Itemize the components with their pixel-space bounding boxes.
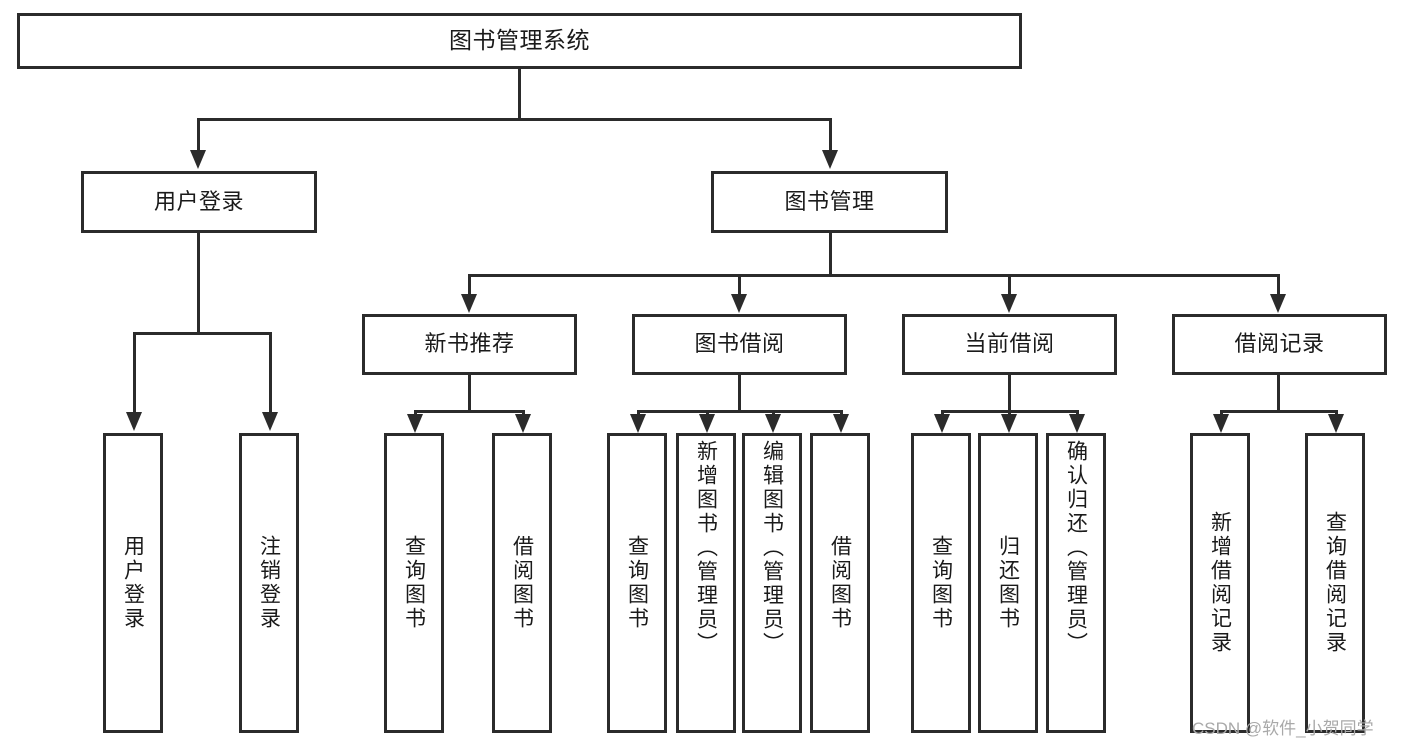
arrow-to-current-borrow: [1001, 294, 1017, 313]
arrow-to-borrow-record: [1270, 294, 1286, 313]
connector-to-new-book: [468, 274, 471, 296]
node-label: 查询图书: [402, 535, 426, 631]
arrow-book-borrow-leaf-4: [833, 414, 849, 433]
arrow-book-borrow-leaf-2: [699, 414, 715, 433]
node-label: 图书管理系统: [449, 27, 590, 54]
node-new-book-recommend[interactable]: 新书推荐: [362, 314, 577, 375]
connector-user-login-stem: [197, 233, 200, 334]
node-label: 借阅图书: [510, 535, 534, 631]
connector-current-borrow-stem: [1008, 375, 1011, 412]
node-label: 注销登录: [257, 535, 281, 631]
leaf-borrow-record-add[interactable]: 新增借阅记录: [1190, 433, 1250, 733]
node-root-system[interactable]: 图书管理系统: [17, 13, 1022, 69]
connector-to-current-borrow: [1008, 274, 1011, 296]
node-label: 用户登录: [153, 188, 244, 214]
leaf-user-login-login[interactable]: 用户登录: [103, 433, 163, 733]
arrow-borrow-record-leaf-1: [1213, 414, 1229, 433]
node-label: 图书管理: [784, 188, 875, 214]
connector-book-borrow-stem: [738, 375, 741, 412]
arrow-current-borrow-leaf-2: [1001, 414, 1017, 433]
leaf-book-borrow-query[interactable]: 查询图书: [607, 433, 667, 733]
leaf-current-borrow-confirm[interactable]: 确认归还（管理员）: [1046, 433, 1106, 733]
connector-to-borrow-record: [1277, 274, 1280, 296]
arrow-new-book-leaf-1: [407, 414, 423, 433]
arrow-book-borrow-leaf-3: [765, 414, 781, 433]
arrow-user-login-leaf-2: [262, 412, 278, 431]
node-label: 用户登录: [121, 535, 145, 631]
node-label: 编辑图书（管理员）: [760, 440, 784, 656]
arrow-current-borrow-leaf-1: [934, 414, 950, 433]
node-label: 新书推荐: [424, 331, 515, 357]
connector-level2-bar: [197, 118, 832, 121]
arrow-borrow-record-leaf-2: [1328, 414, 1344, 433]
arrow-to-new-book: [461, 294, 477, 313]
node-label: 查询图书: [929, 535, 953, 631]
arrow-user-login-leaf-1: [126, 412, 142, 431]
leaf-book-borrow-borrow[interactable]: 借阅图书: [810, 433, 870, 733]
connector-root-stem: [518, 69, 521, 119]
connector-user-login-left: [133, 332, 136, 414]
leaf-current-borrow-return[interactable]: 归还图书: [978, 433, 1038, 733]
connector-new-book-stem: [468, 375, 471, 412]
arrow-to-book-borrow: [731, 294, 747, 313]
node-label: 借阅图书: [828, 535, 852, 631]
node-label: 新增借阅记录: [1208, 511, 1232, 655]
arrow-current-borrow-leaf-3: [1069, 414, 1085, 433]
arrow-to-user-login: [190, 150, 206, 169]
leaf-new-book-borrow[interactable]: 借阅图书: [492, 433, 552, 733]
connector-level3-bar: [468, 274, 1280, 277]
arrow-to-book-mgmt: [822, 150, 838, 169]
connector-to-book-mgmt: [829, 118, 832, 152]
leaf-book-borrow-edit[interactable]: 编辑图书（管理员）: [742, 433, 802, 733]
connector-book-mgmt-stem: [829, 233, 832, 275]
connector-book-borrow-bar: [637, 410, 843, 413]
node-user-login[interactable]: 用户登录: [81, 171, 317, 233]
arrow-new-book-leaf-2: [515, 414, 531, 433]
node-label: 归还图书: [996, 535, 1020, 631]
node-label: 新增图书（管理员）: [694, 440, 718, 656]
node-book-borrow[interactable]: 图书借阅: [632, 314, 847, 375]
connector-user-login-bar: [133, 332, 272, 335]
leaf-current-borrow-query[interactable]: 查询图书: [911, 433, 971, 733]
connector-user-login-right: [269, 332, 272, 414]
connector-borrow-record-bar: [1220, 410, 1338, 413]
arrow-book-borrow-leaf-1: [630, 414, 646, 433]
node-label: 查询借阅记录: [1323, 511, 1347, 655]
node-label: 当前借阅: [964, 331, 1055, 357]
leaf-borrow-record-query[interactable]: 查询借阅记录: [1305, 433, 1365, 733]
connector-new-book-bar: [414, 410, 525, 413]
connector-to-user-login: [197, 118, 200, 152]
node-label: 图书借阅: [694, 331, 785, 357]
node-borrow-record[interactable]: 借阅记录: [1172, 314, 1387, 375]
node-current-borrow[interactable]: 当前借阅: [902, 314, 1117, 375]
leaf-user-login-logout[interactable]: 注销登录: [239, 433, 299, 733]
connector-to-book-borrow: [738, 274, 741, 296]
node-label: 确认归还（管理员）: [1064, 440, 1088, 656]
connector-borrow-record-stem: [1277, 375, 1280, 412]
leaf-new-book-query[interactable]: 查询图书: [384, 433, 444, 733]
node-label: 借阅记录: [1234, 331, 1325, 357]
node-book-management[interactable]: 图书管理: [711, 171, 948, 233]
node-label: 查询图书: [625, 535, 649, 631]
csdn-watermark: CSDN @软件_小贺同学: [1192, 719, 1374, 738]
leaf-book-borrow-add[interactable]: 新增图书（管理员）: [676, 433, 736, 733]
